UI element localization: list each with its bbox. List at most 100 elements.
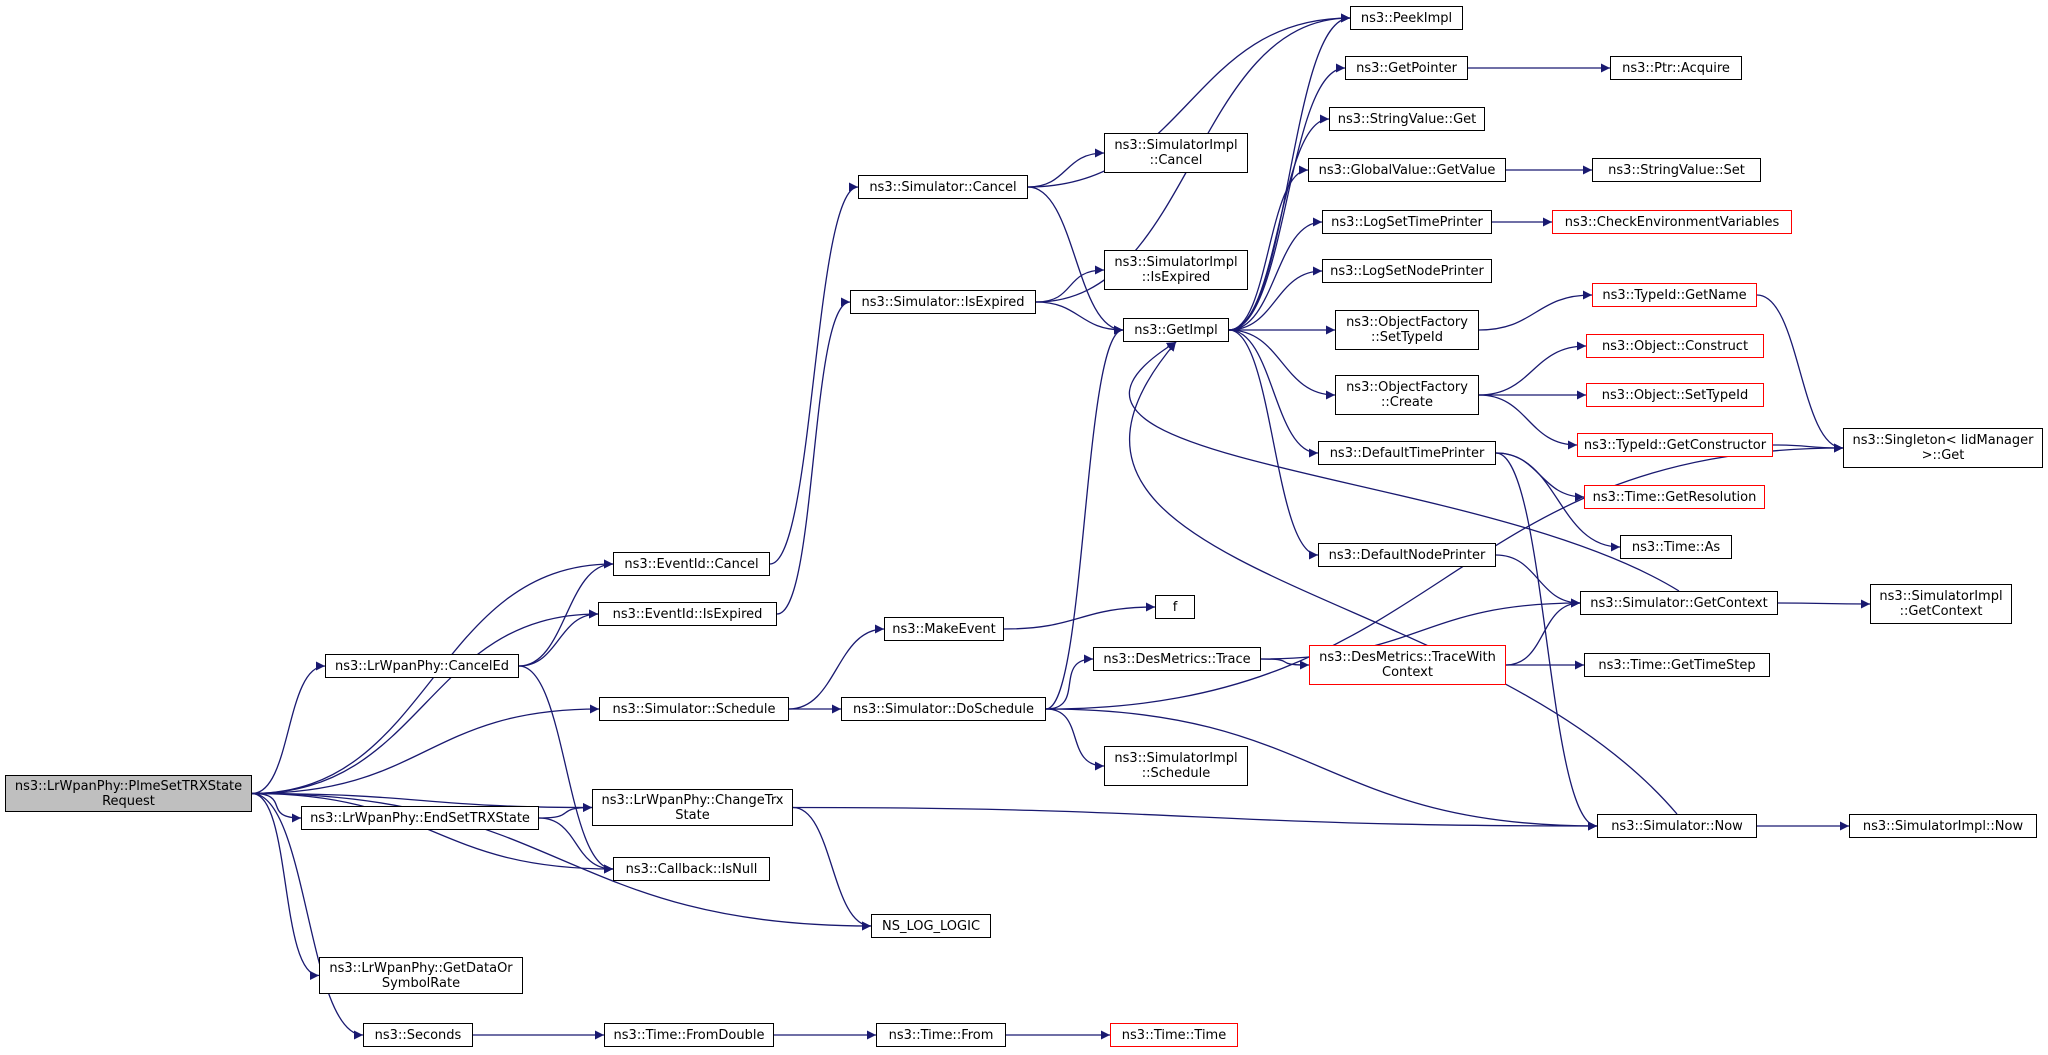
node-time-gettimestep[interactable]: ns3::Time::GetTimeStep [1584,653,1770,677]
node-simimpl-schedule[interactable]: ns3::SimulatorImpl ::Schedule [1104,746,1248,786]
edge-root-to-endsettrx [251,792,302,823]
edge-sim-doschedule-to-desmetrics-trace [1045,654,1094,710]
edge-getimpl-to-defaultnodeprinter [1228,329,1319,560]
node-sim-now[interactable]: ns3::Simulator::Now [1597,814,1757,838]
node-label: ns3::Ptr::Acquire [1622,60,1730,76]
node-fromdouble[interactable]: ns3::Time::FromDouble [604,1023,774,1047]
node-objfactory-settypeid[interactable]: ns3::ObjectFactory ::SetTypeId [1335,310,1479,350]
node-sim-schedule[interactable]: ns3::Simulator::Schedule [599,697,789,721]
node-sim-isexpired[interactable]: ns3::Simulator::IsExpired [850,290,1036,314]
node-globalvalue-getvalue[interactable]: ns3::GlobalValue::GetValue [1308,158,1506,182]
node-canceled[interactable]: ns3::LrWpanPhy::CancelEd [325,654,519,678]
node-stringvalue-set[interactable]: ns3::StringValue::Set [1592,158,1761,182]
node-simimpl-now[interactable]: ns3::SimulatorImpl::Now [1849,814,2037,838]
edge-changetrx-to-ns-log-logic [792,806,872,931]
node-objfactory-create[interactable]: ns3::ObjectFactory ::Create [1335,375,1479,415]
node-ptr-acquire[interactable]: ns3::Ptr::Acquire [1610,56,1742,80]
node-label: ns3::Time::GetResolution [1592,489,1757,505]
node-eventid-cancel[interactable]: ns3::EventId::Cancel [613,552,770,576]
node-label: ns3::Seconds [374,1027,462,1043]
node-label: ns3::SimulatorImpl ::Cancel [1114,138,1238,168]
node-object-construct[interactable]: ns3::Object::Construct [1586,334,1764,358]
edge-sim-doschedule-to-getimpl [1045,325,1124,710]
node-sim-cancel[interactable]: ns3::Simulator::Cancel [858,175,1028,199]
node-time-from[interactable]: ns3::Time::From [876,1023,1006,1047]
node-getpointer[interactable]: ns3::GetPointer [1345,56,1468,80]
edge-desmetrics-tracewithcontext-to-sim-getcontext [1505,598,1581,666]
node-endsettrx[interactable]: ns3::LrWpanPhy::EndSetTRXState [301,806,539,830]
edge-typeid-getconstructor-to-singleton-get [1772,443,1844,453]
node-stringvalue-get[interactable]: ns3::StringValue::Get [1329,107,1485,131]
edge-sim-cancel-to-simimpl-cancel [1027,148,1105,188]
node-label: ns3::ObjectFactory ::SetTypeId [1346,315,1468,345]
node-f[interactable]: f [1155,595,1195,619]
edge-endsettrx-to-callback-isnull [538,817,614,874]
edge-defaultnodeprinter-to-sim-getcontext [1495,554,1581,608]
node-label: ns3::SimulatorImpl::Now [1862,818,2024,834]
node-object-settypeid[interactable]: ns3::Object::SetTypeId [1586,383,1764,407]
edge-typeid-getname-to-singleton-get [1756,294,1844,453]
edge-root-to-eventid-isexpired [251,609,599,795]
node-logsetnodeprinter[interactable]: ns3::LogSetNodePrinter [1322,259,1492,283]
node-simimpl-getcontext[interactable]: ns3::SimulatorImpl ::GetContext [1870,584,2012,624]
edge-root-to-getdataor [251,792,320,980]
node-callback-isnull[interactable]: ns3::Callback::IsNull [613,857,770,881]
node-getimpl[interactable]: ns3::GetImpl [1123,318,1229,342]
node-sim-getcontext[interactable]: ns3::Simulator::GetContext [1580,591,1778,615]
node-getdataor[interactable]: ns3::LrWpanPhy::GetDataOr SymbolRate [319,957,523,994]
node-label: ns3::GetImpl [1134,322,1218,338]
node-simimpl-cancel[interactable]: ns3::SimulatorImpl ::Cancel [1104,133,1248,173]
node-label: ns3::LrWpanPhy::PlmeSetTRXState Request [14,778,243,809]
edge-defaulttimeprinter-to-sim-now [1495,452,1598,831]
edge-canceled-to-callback-isnull [518,665,614,874]
node-peekimpl[interactable]: ns3::PeekImpl [1350,6,1463,30]
node-makeevent[interactable]: ns3::MakeEvent [884,617,1004,641]
node-seconds[interactable]: ns3::Seconds [363,1023,473,1047]
edge-objfactory-create-to-typeid-getconstructor [1478,394,1578,450]
edge-changetrx-to-sim-now [792,806,1598,831]
edge-sim-getcontext-to-getimpl [1128,341,1680,592]
node-label: ns3::DesMetrics::TraceWith Context [1319,650,1496,680]
node-defaulttimeprinter[interactable]: ns3::DefaultTimePrinter [1318,441,1496,465]
node-label: ns3::LogSetTimePrinter [1331,214,1483,230]
node-label: ns3::StringValue::Set [1608,162,1745,178]
node-desmetrics-trace[interactable]: ns3::DesMetrics::Trace [1093,647,1261,671]
node-changetrx[interactable]: ns3::LrWpanPhy::ChangeTrx State [592,789,793,826]
node-label: ns3::DefaultTimePrinter [1329,445,1485,461]
edge-objfactory-create-to-object-construct [1478,341,1587,396]
node-typeid-getconstructor[interactable]: ns3::TypeId::GetConstructor [1577,433,1773,457]
edge-getimpl-to-getpointer [1228,63,1346,331]
node-label: ns3::LrWpanPhy::EndSetTRXState [310,810,530,826]
node-checkenv[interactable]: ns3::CheckEnvironmentVariables [1552,210,1792,234]
edge-root-to-canceled [251,661,326,795]
edge-getimpl-to-objfactory-create [1228,329,1336,400]
edge-sim-getcontext-to-simimpl-getcontext [1777,599,1871,609]
node-root: ns3::LrWpanPhy::PlmeSetTRXState Request [5,775,252,812]
node-time-as[interactable]: ns3::Time::As [1620,535,1732,559]
node-time-getresolution[interactable]: ns3::Time::GetResolution [1584,485,1765,509]
node-label: ns3::Time::Time [1121,1027,1227,1043]
node-time-time[interactable]: ns3::Time::Time [1110,1023,1238,1047]
node-ns-log-logic[interactable]: NS_LOG_LOGIC [871,914,991,938]
node-eventid-isexpired[interactable]: ns3::EventId::IsExpired [598,602,777,626]
edge-sim-cancel-to-getimpl [1027,186,1124,335]
node-label: ns3::Time::As [1631,539,1721,555]
node-typeid-getname[interactable]: ns3::TypeId::GetName [1592,283,1757,307]
edge-eventid-cancel-to-sim-cancel [769,182,859,565]
edge-getimpl-to-logsettimeprinter [1228,217,1323,331]
node-logsettimeprinter[interactable]: ns3::LogSetTimePrinter [1322,210,1492,234]
node-label: ns3::Callback::IsNull [625,861,758,877]
node-singleton-get[interactable]: ns3::Singleton< IidManager >::Get [1843,428,2043,468]
edge-sim-cancel-to-peekimpl [1027,13,1351,188]
node-defaultnodeprinter[interactable]: ns3::DefaultNodePrinter [1318,543,1496,567]
node-desmetrics-tracewithcontext[interactable]: ns3::DesMetrics::TraceWith Context [1309,645,1506,685]
node-label: ns3::Simulator::IsExpired [861,294,1025,310]
node-sim-doschedule[interactable]: ns3::Simulator::DoSchedule [841,697,1046,721]
edge-getimpl-to-defaulttimeprinter [1228,329,1319,458]
edge-root-to-eventid-cancel [251,559,614,795]
node-label: ns3::EventId::IsExpired [612,606,763,622]
edge-endsettrx-to-changetrx [538,803,593,819]
edge-getimpl-to-stringvalue-get [1228,114,1330,331]
node-label: ns3::PeekImpl [1360,10,1453,26]
node-simimpl-isexpired[interactable]: ns3::SimulatorImpl ::IsExpired [1104,250,1248,290]
